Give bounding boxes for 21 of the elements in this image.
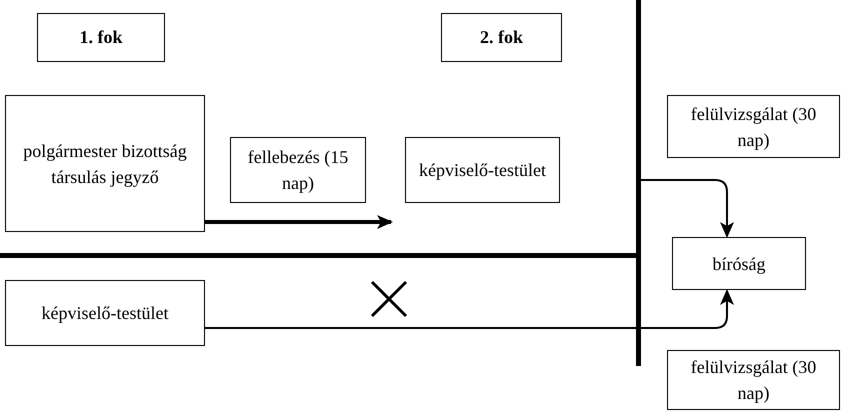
text-box <box>5 95 205 232</box>
box-text: képviselő-testület <box>419 159 546 182</box>
box-text: fellebezés (15 nap) <box>246 146 350 195</box>
text-box <box>405 137 560 203</box>
heading-box <box>441 13 562 62</box>
text-box <box>667 350 840 410</box>
box-text: képviselő-testület <box>42 302 168 325</box>
text-box <box>672 237 806 290</box>
box-text: 2. fok <box>480 26 523 49</box>
arrow <box>205 215 393 229</box>
box-text: polgármester bizottság társulás jegyző <box>22 140 188 189</box>
box-text: felülvizsgálat (30 nap) <box>690 356 818 405</box>
text-box <box>5 280 205 346</box>
heading-box <box>37 13 165 62</box>
arrow <box>641 179 734 238</box>
box-text: 1. fok <box>79 26 122 49</box>
box-text: felülvizsgálat (30 nap) <box>690 102 818 152</box>
arrow <box>205 289 734 329</box>
text-box <box>230 137 366 203</box>
box-text: bíróság <box>712 252 766 276</box>
text-box <box>667 95 840 158</box>
